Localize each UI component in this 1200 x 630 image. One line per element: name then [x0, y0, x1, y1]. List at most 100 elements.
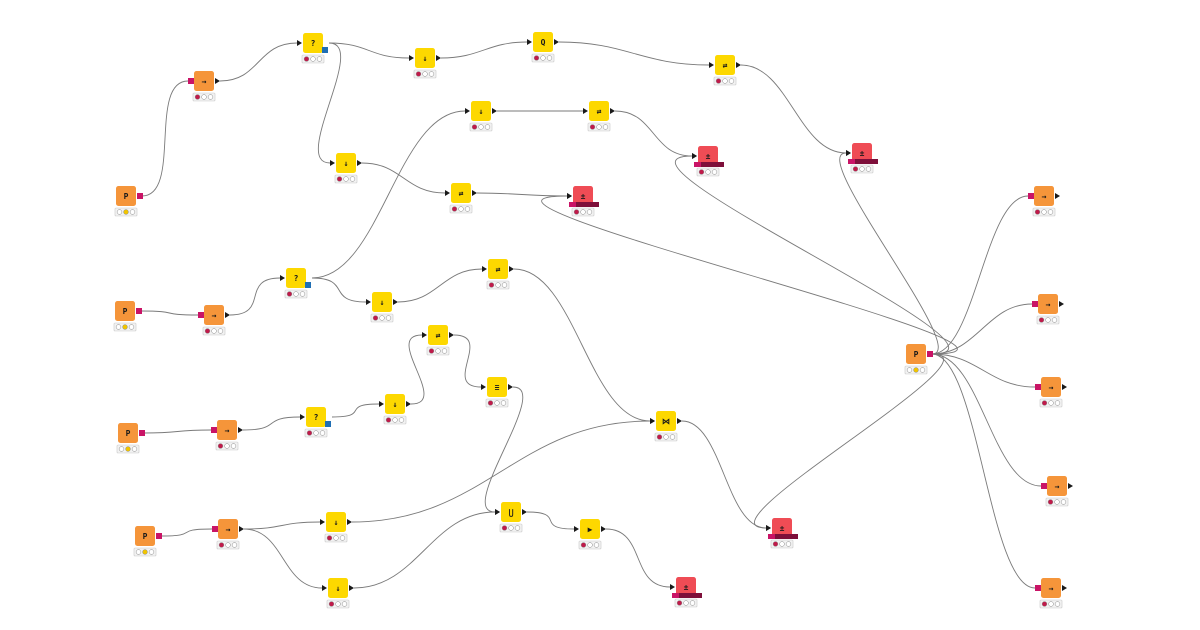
connection-edge[interactable] [839, 152, 939, 355]
node-body[interactable] [451, 183, 471, 203]
workflow-node[interactable]: Q [531, 32, 559, 63]
output-port[interactable] [694, 162, 724, 167]
input-port[interactable] [1035, 585, 1041, 591]
workflow-node[interactable]: → [1035, 578, 1067, 609]
node-body[interactable] [1047, 476, 1067, 496]
node-body[interactable] [1041, 377, 1061, 397]
node-body[interactable] [303, 33, 323, 53]
output-port[interactable] [239, 526, 244, 532]
output-port[interactable] [1055, 193, 1060, 199]
workflow-node[interactable]: ⇄ [587, 101, 615, 132]
output-port[interactable] [927, 351, 933, 357]
workflow-node[interactable]: ? [301, 33, 328, 64]
output-port[interactable] [472, 190, 477, 196]
node-body[interactable] [116, 186, 136, 206]
workflow-node[interactable]: ± [694, 146, 724, 177]
workflow-node[interactable]: ± [672, 577, 702, 608]
connection-edge[interactable] [242, 416, 301, 431]
node-body[interactable] [656, 411, 676, 431]
connection-edge[interactable] [558, 41, 710, 66]
output-port[interactable] [156, 533, 162, 539]
output-port[interactable] [1062, 585, 1067, 591]
node-body[interactable] [906, 344, 926, 364]
node-body[interactable] [1034, 186, 1054, 206]
output-port[interactable] [569, 202, 599, 207]
connection-edge[interactable] [143, 429, 212, 434]
workflow-node[interactable]: ↓ [413, 48, 441, 79]
workflow-node[interactable]: ↓ [469, 101, 497, 132]
node-body[interactable] [385, 394, 405, 414]
workflow-node[interactable]: ↓ [326, 578, 354, 609]
connection-edge[interactable] [931, 195, 1029, 355]
node-body[interactable] [715, 55, 735, 75]
input-port[interactable] [1028, 193, 1034, 199]
workflow-node[interactable]: ⋈ [654, 411, 682, 442]
node-body[interactable] [533, 32, 553, 52]
output-port[interactable] [677, 418, 682, 424]
connection-edge[interactable] [328, 42, 410, 59]
connection-edge[interactable] [317, 42, 342, 164]
node-body[interactable] [488, 259, 508, 279]
output-port[interactable] [393, 299, 398, 305]
connection-edge[interactable] [229, 277, 281, 316]
workflow-node[interactable]: → [1032, 294, 1064, 325]
node-body[interactable] [118, 423, 138, 443]
output-port[interactable] [225, 312, 230, 318]
node-body[interactable] [306, 407, 326, 427]
connection-edge[interactable] [740, 64, 847, 154]
data-port[interactable] [569, 202, 576, 207]
output-port[interactable] [508, 384, 513, 390]
output-port[interactable] [1062, 384, 1067, 390]
node-body[interactable] [428, 325, 448, 345]
flow-variable-port[interactable] [305, 282, 311, 288]
workflow-node[interactable]: ⋃ [499, 502, 527, 533]
node-body[interactable] [471, 101, 491, 121]
node-body[interactable] [589, 101, 609, 121]
workflow-node[interactable]: ⇄ [486, 259, 514, 290]
node-body[interactable] [336, 153, 356, 173]
connection-edge[interactable] [513, 268, 651, 422]
node-body[interactable] [217, 420, 237, 440]
output-port[interactable] [554, 39, 559, 45]
flow-variable-port[interactable] [325, 421, 331, 427]
connection-edge[interactable] [219, 42, 298, 82]
workflow-node[interactable]: → [1035, 377, 1067, 408]
connection-edge[interactable] [614, 110, 693, 157]
node-body[interactable] [286, 268, 306, 288]
node-body[interactable] [218, 519, 238, 539]
output-port[interactable] [449, 332, 454, 338]
connection-edge[interactable] [754, 353, 944, 529]
output-port[interactable] [349, 585, 354, 591]
input-port[interactable] [1041, 483, 1047, 489]
workflow-node[interactable]: ↓ [370, 292, 398, 323]
connection-edge[interactable] [681, 420, 767, 529]
node-body[interactable] [573, 186, 593, 206]
workflow-node[interactable]: ⇄ [713, 55, 741, 86]
input-port[interactable] [212, 526, 218, 532]
output-port[interactable] [136, 308, 142, 314]
input-port[interactable] [198, 312, 204, 318]
workflow-node[interactable]: → [198, 305, 230, 336]
connection-edge[interactable] [674, 155, 950, 355]
workflow-node[interactable]: ▶ [578, 519, 606, 550]
output-port[interactable] [672, 593, 702, 598]
output-port[interactable] [137, 193, 143, 199]
connection-edge[interactable] [605, 528, 671, 588]
node-body[interactable] [580, 519, 600, 539]
output-port[interactable] [1068, 483, 1073, 489]
connection-edge[interactable] [243, 521, 321, 530]
workflow-node[interactable]: P [904, 344, 933, 375]
workflow-node[interactable]: P [116, 423, 145, 454]
connection-edge[interactable] [931, 353, 1042, 487]
node-body[interactable] [415, 48, 435, 68]
node-body[interactable] [487, 377, 507, 397]
connection-edge[interactable] [311, 277, 367, 303]
workflow-node[interactable]: ± [569, 186, 599, 217]
output-port[interactable] [848, 159, 878, 164]
output-port[interactable] [736, 62, 741, 68]
workflow-node[interactable]: ↓ [383, 394, 411, 425]
flow-variable-port[interactable] [322, 47, 328, 53]
connection-edge[interactable] [931, 353, 1036, 388]
connection-edge[interactable] [541, 195, 958, 355]
input-port[interactable] [1035, 384, 1041, 390]
